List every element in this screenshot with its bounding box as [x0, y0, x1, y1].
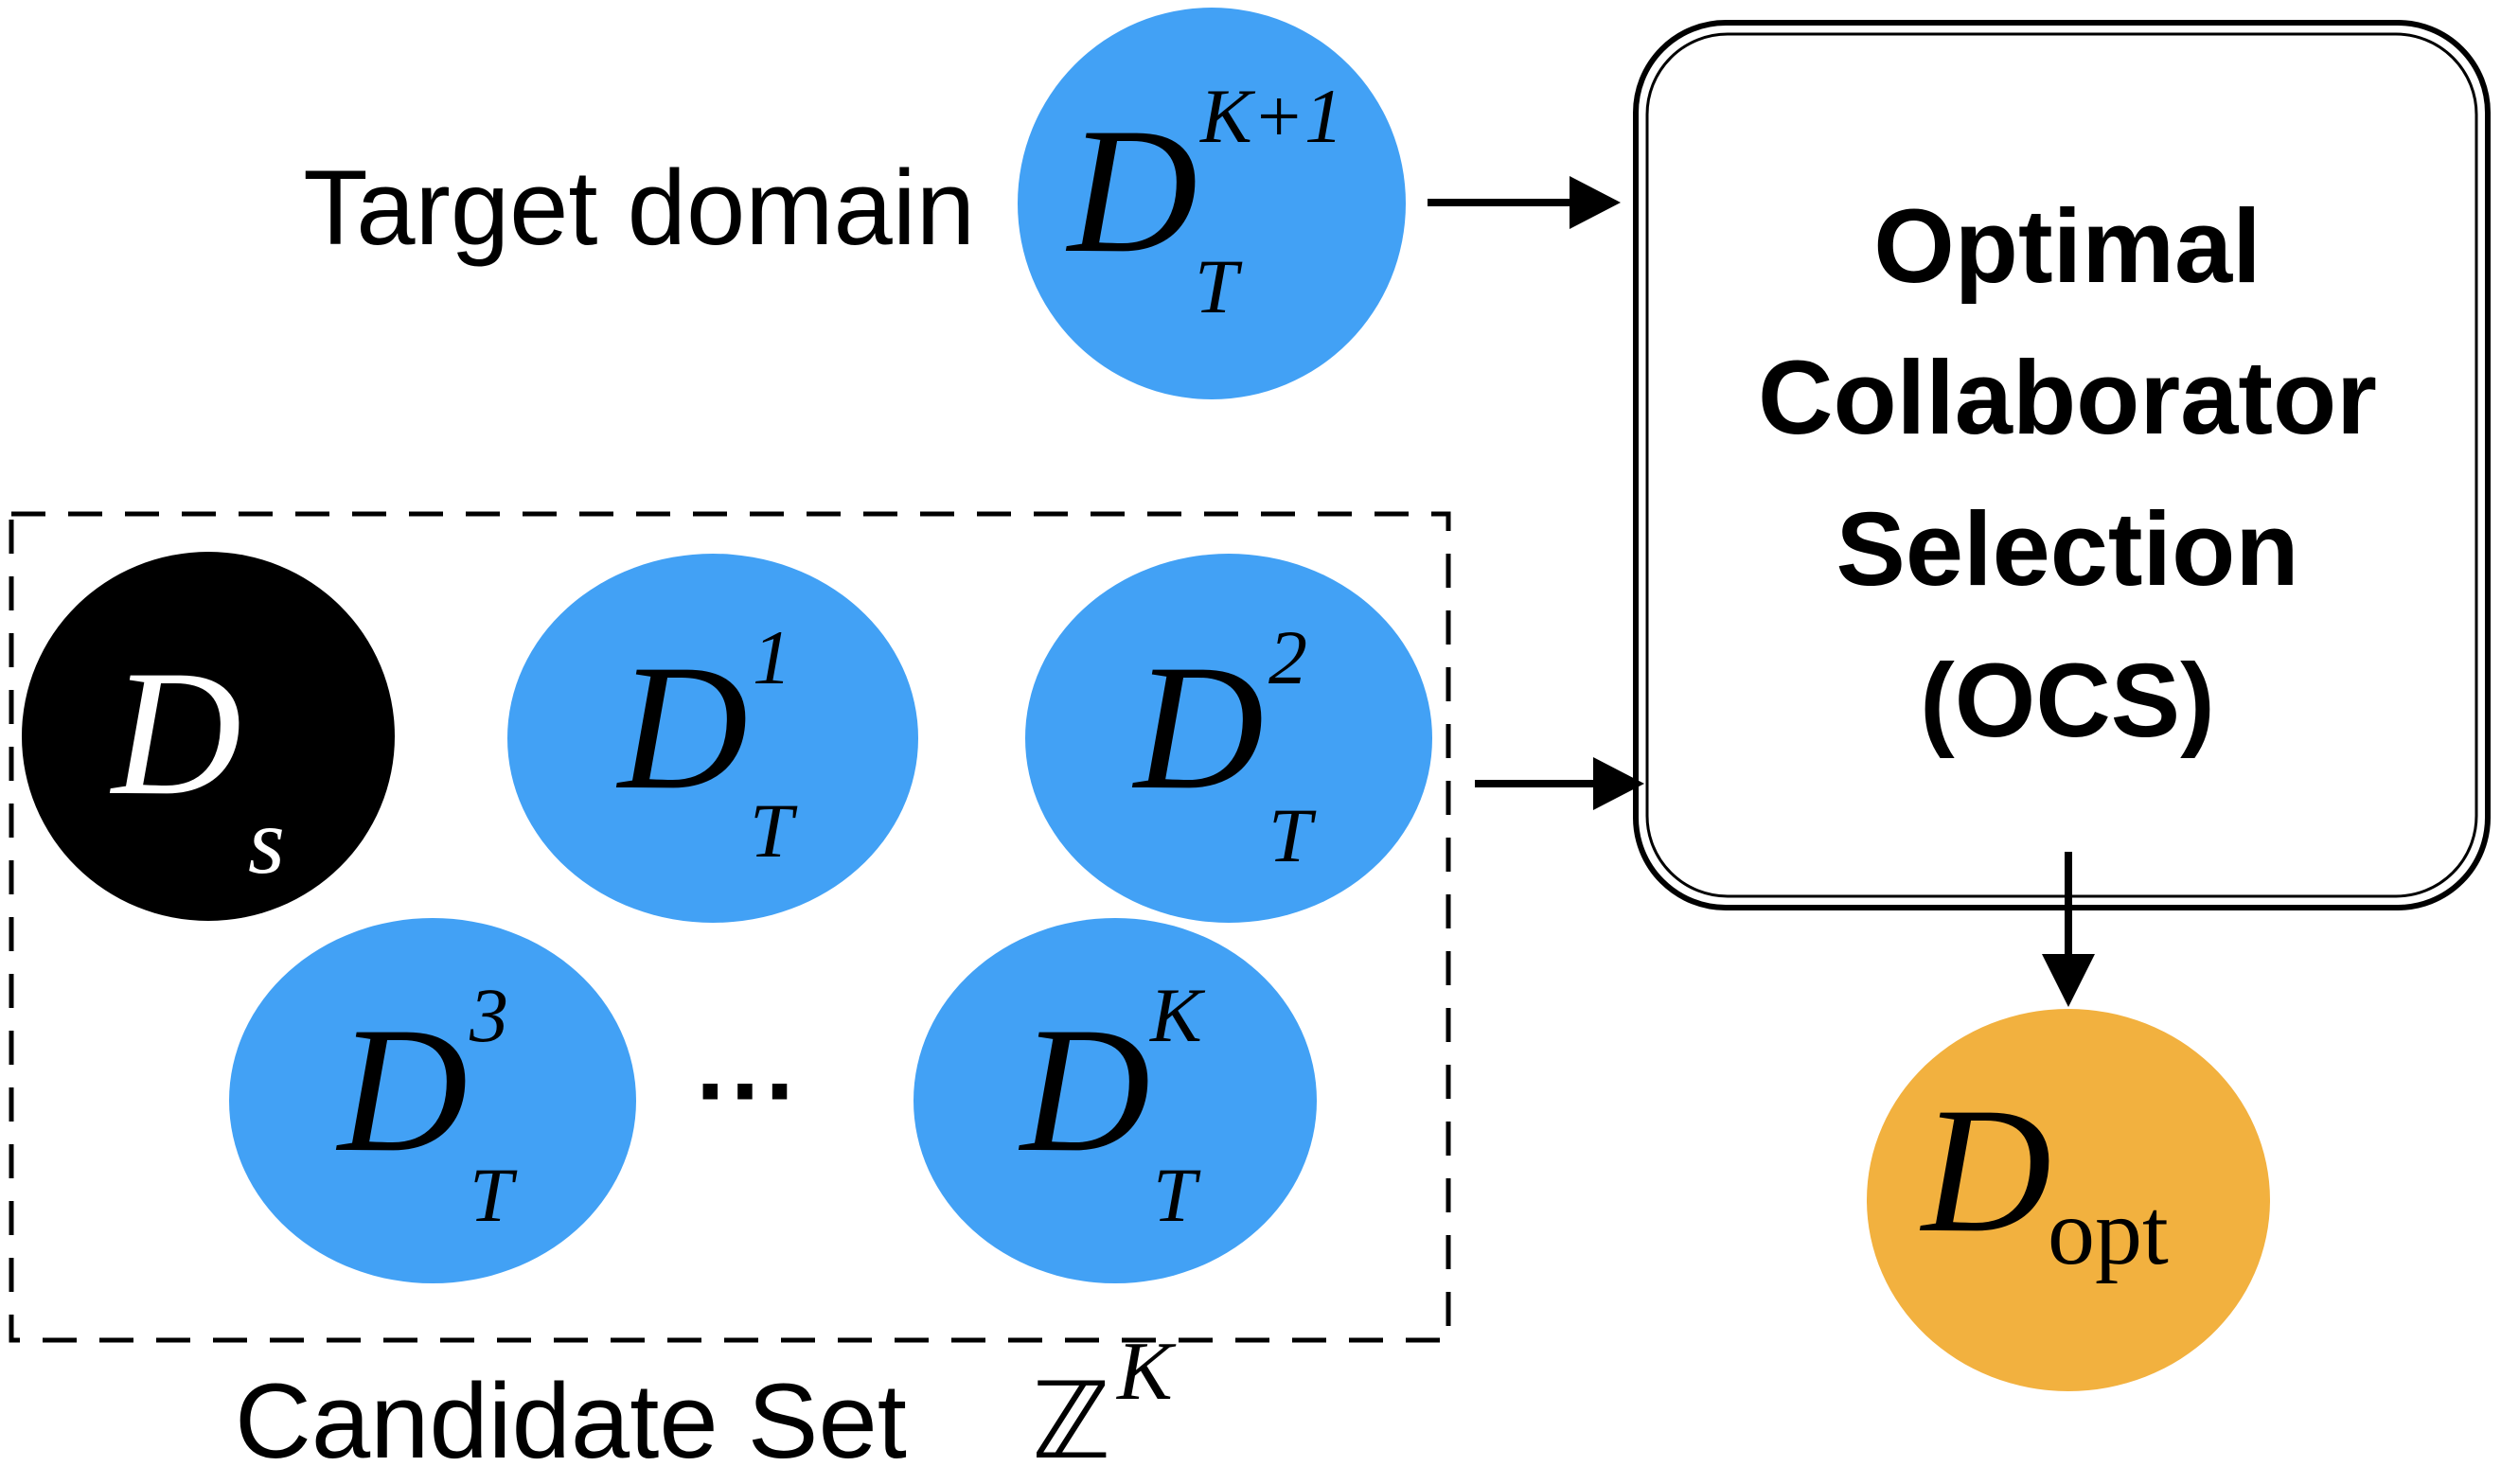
- candidate-set-label: Candidate Set: [235, 1362, 907, 1480]
- target-candidate-1-superscript: 1: [753, 614, 791, 700]
- target-domain-subscript: T: [1195, 243, 1243, 329]
- target-candidate-k-superscript: K: [1149, 972, 1206, 1058]
- target-candidate-3-subscript: T: [470, 1152, 518, 1238]
- target-domain-superscript: K+1: [1199, 73, 1343, 159]
- candidate-set-superscript: K: [1115, 1326, 1177, 1418]
- target-candidate-2: D 2 T: [1025, 554, 1432, 923]
- target-candidate-k-subscript: T: [1153, 1152, 1201, 1238]
- ocs-box: Optimal Collaborator Selection (OCS): [1633, 20, 2491, 910]
- target-candidate-3-symbol: D: [335, 991, 468, 1190]
- candidate-set-symbol: ℤ: [1032, 1362, 1110, 1480]
- ocs-box-outer: [1633, 20, 2491, 910]
- source-domain-node: D s: [22, 552, 395, 921]
- target-candidate-k: D K T: [913, 918, 1317, 1283]
- target-candidate-2-superscript: 2: [1268, 614, 1307, 700]
- source-domain-symbol: D: [109, 634, 241, 833]
- output-subscript: opt: [2048, 1179, 2169, 1284]
- target-domain-label: Target domain: [303, 149, 975, 267]
- target-candidate-1-subscript: T: [750, 787, 798, 874]
- ocs-box-inner: [1645, 32, 2478, 898]
- arrow-candidates-to-ocs: [1475, 757, 1644, 810]
- source-domain-circle: [22, 552, 395, 921]
- target-domain-circle: [1018, 8, 1406, 399]
- arrow-ocs-to-output: [2042, 852, 2095, 1007]
- target-candidate-3-superscript: 3: [469, 972, 508, 1058]
- ocs-line-1: Optimal: [1873, 188, 2262, 305]
- target-candidate-3: D 3 T: [229, 918, 636, 1283]
- target-candidate-2-circle: [1025, 554, 1432, 923]
- ocs-line-3: Selection: [1836, 491, 2298, 608]
- output-symbol: D: [1919, 1071, 2051, 1270]
- ocs-line-4: (OCS): [1920, 643, 2215, 759]
- target-domain-symbol: D: [1065, 92, 1197, 291]
- candidate-set-frame: [9, 511, 1451, 1343]
- source-domain-subscript: s: [248, 788, 285, 893]
- target-candidate-1-circle: [507, 554, 918, 923]
- candidate-ellipsis: ···: [696, 1033, 800, 1149]
- target-candidate-3-circle: [229, 918, 636, 1283]
- target-candidate-k-circle: [913, 918, 1317, 1283]
- ocs-line-2: Collaborator: [1758, 340, 2377, 456]
- target-domain-node: D K+1 T: [1018, 8, 1406, 399]
- target-candidate-1-symbol: D: [615, 628, 748, 827]
- output-node: D opt: [1867, 1009, 2270, 1391]
- target-candidate-2-symbol: D: [1131, 628, 1264, 827]
- target-candidate-k-symbol: D: [1018, 991, 1150, 1190]
- output-circle: [1867, 1009, 2270, 1391]
- arrow-target-to-ocs: [1428, 176, 1621, 229]
- target-candidate-2-subscript: T: [1268, 792, 1317, 878]
- target-candidate-1: D 1 T: [507, 554, 918, 923]
